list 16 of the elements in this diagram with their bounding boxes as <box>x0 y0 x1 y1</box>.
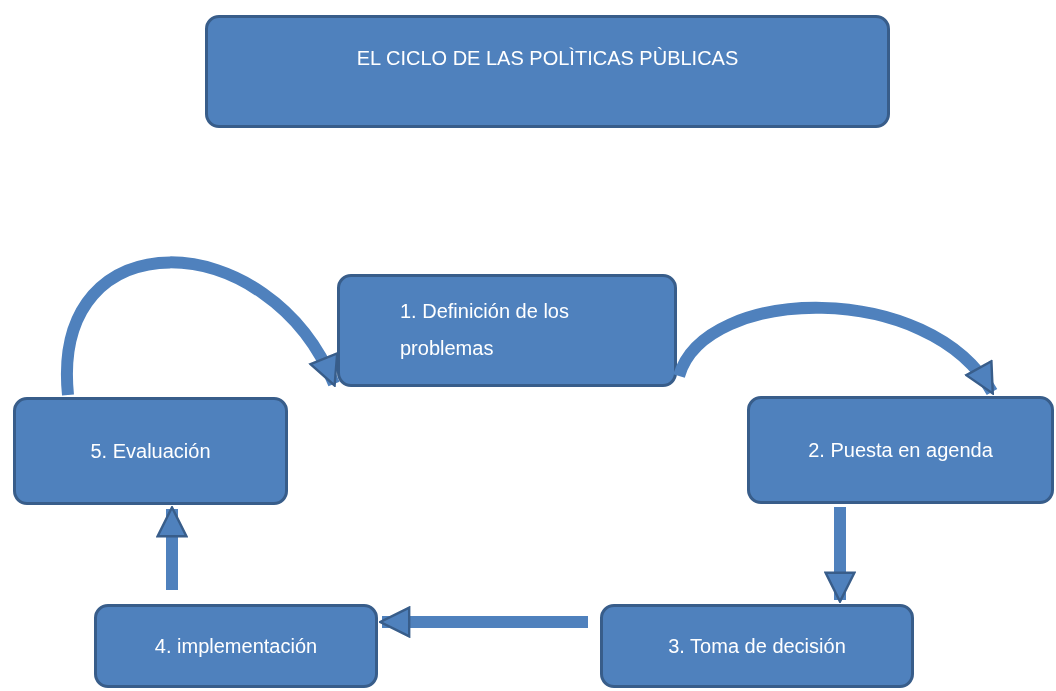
step-label: 4. implementación <box>153 634 319 659</box>
step-label: 2. Puesta en agenda <box>807 438 994 463</box>
heading-label: EL CICLO DE LAS POLÌTICAS PÙBLICAS <box>355 46 740 71</box>
process-box <box>747 396 1054 504</box>
block-arrow <box>62 256 340 396</box>
step-label: 3. Toma de decisión <box>667 634 847 659</box>
process-box <box>337 274 677 387</box>
step-label: 5. Evaluación <box>89 439 212 464</box>
block-arrow <box>379 606 588 638</box>
block-arrow <box>824 507 856 603</box>
process-box <box>600 604 914 688</box>
process-box <box>94 604 378 688</box>
title-box <box>205 15 890 128</box>
step-label: 1. Definición de los problemas <box>400 299 570 361</box>
block-arrow <box>156 506 188 590</box>
process-box <box>13 397 288 505</box>
